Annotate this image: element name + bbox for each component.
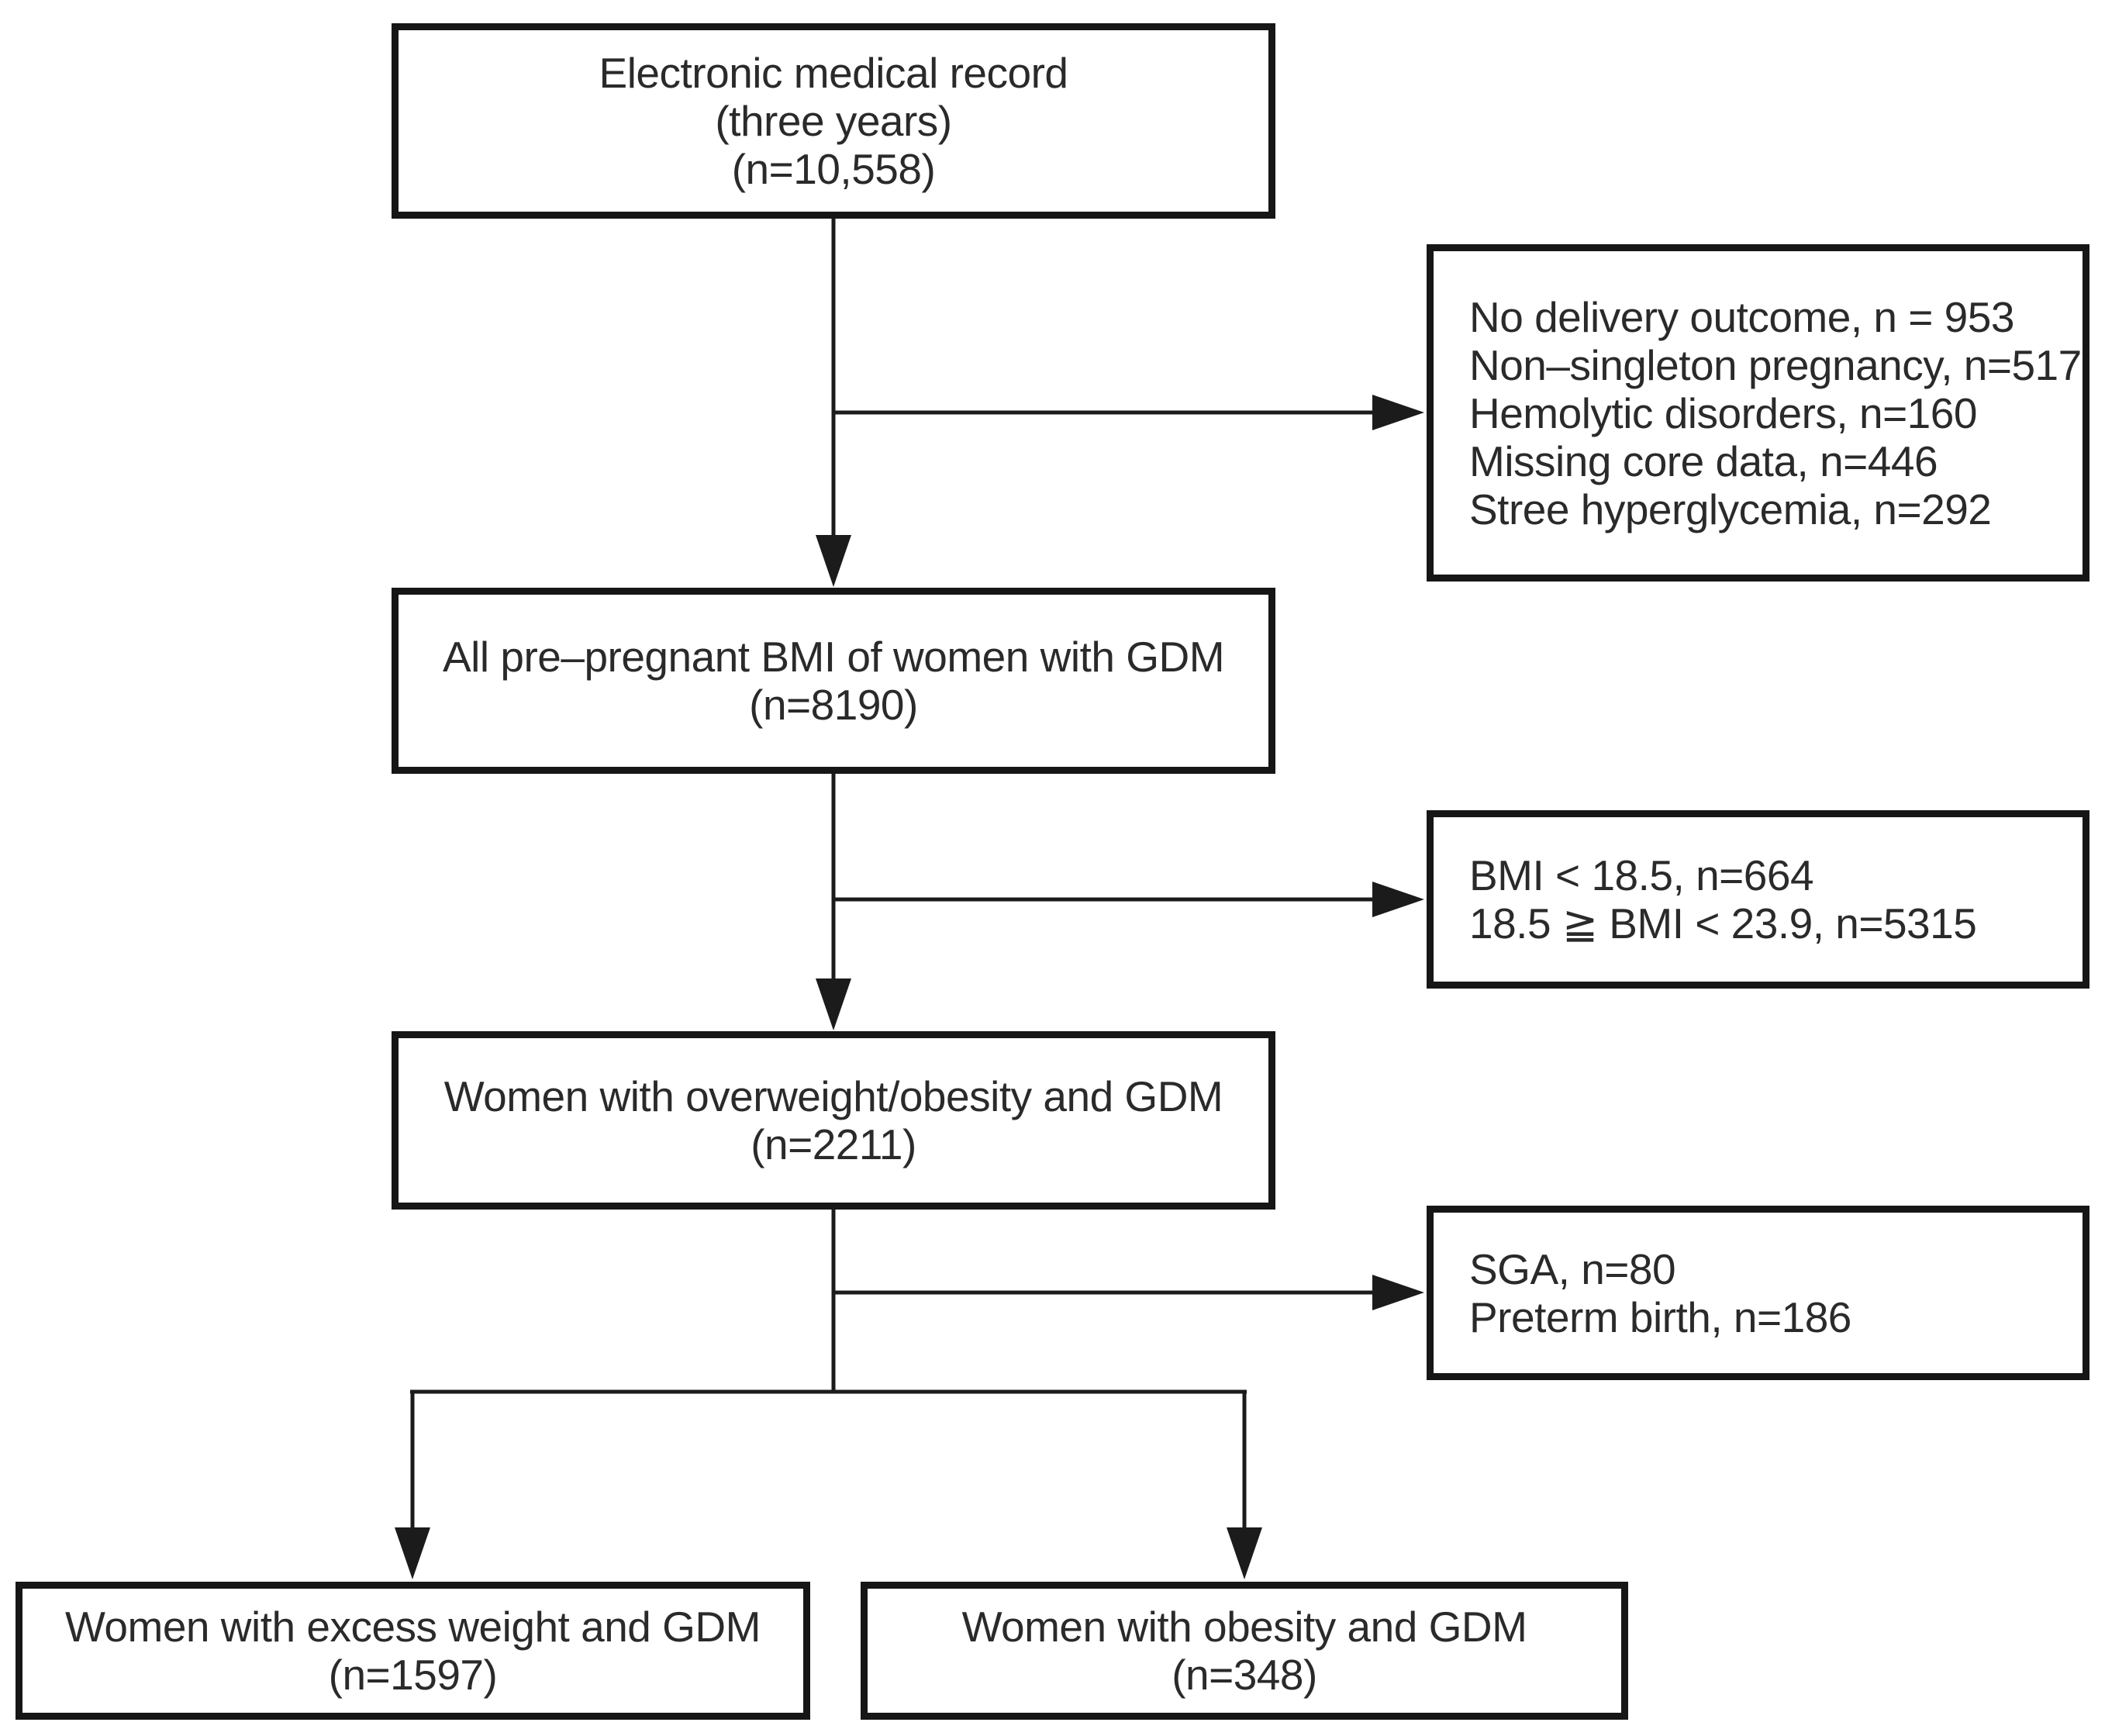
arrowhead-into-prebmi [816, 535, 851, 587]
node-obesity-gdm: Women with obesity and GDM (n=348) [861, 1582, 1628, 1720]
prebmi-line-2: (n=8190) [749, 681, 918, 729]
exclusion1-line-3: Hemolytic disorders, n=160 [1469, 388, 1977, 437]
obesity-line-2: (n=348) [1172, 1651, 1317, 1699]
excess-weight-line-1: Women with excess weight and GDM [65, 1603, 761, 1651]
node-exclusion-initial: No delivery outcome, n = 953 Non–singlet… [1427, 244, 2089, 582]
exclusion3-line-2: Preterm birth, n=186 [1469, 1293, 1851, 1341]
node-emr-line-1: Electronic medical record [599, 49, 1068, 97]
node-excess-weight-gdm: Women with excess weight and GDM (n=1597… [16, 1582, 810, 1720]
arrowhead-into-excess-weight [395, 1527, 430, 1579]
exclusion2-line-2: 18.5 ≧ BMI < 23.9, n=5315 [1469, 899, 1977, 947]
node-emr-line-3: (n=10,558) [731, 145, 936, 193]
node-exclusion-sga-preterm: SGA, n=80 Preterm birth, n=186 [1427, 1206, 2089, 1380]
exclusion1-line-4: Missing core data, n=446 [1469, 437, 1938, 485]
node-overweight-obesity-gdm: Women with overweight/obesity and GDM (n… [392, 1031, 1275, 1210]
arrowhead-into-overweight [816, 978, 851, 1030]
exclusion1-line-2: Non–singleton pregnancy, n=517 [1469, 340, 2082, 389]
node-exclusion-bmi-range: BMI < 18.5, n=664 18.5 ≧ BMI < 23.9, n=5… [1427, 810, 2089, 989]
overweight-line-1: Women with overweight/obesity and GDM [443, 1072, 1223, 1120]
excess-weight-line-2: (n=1597) [328, 1651, 498, 1699]
exclusion3-line-1: SGA, n=80 [1469, 1244, 1676, 1293]
arrowhead-into-obesity [1227, 1527, 1262, 1579]
arrowhead-into-exclusion2 [1372, 882, 1424, 917]
arrowhead-into-exclusion1 [1372, 395, 1424, 430]
node-electronic-medical-record: Electronic medical record (three years) … [392, 23, 1275, 219]
prebmi-line-1: All pre–pregnant BMI of women with GDM [442, 633, 1225, 681]
obesity-line-1: Women with obesity and GDM [961, 1603, 1527, 1651]
exclusion1-line-5: Stree hyperglycemia, n=292 [1469, 485, 1992, 533]
exclusion2-line-1: BMI < 18.5, n=664 [1469, 851, 1814, 899]
node-prepregnant-bmi-gdm: All pre–pregnant BMI of women with GDM (… [392, 588, 1275, 774]
overweight-line-2: (n=2211) [751, 1120, 916, 1168]
node-emr-line-2: (three years) [715, 97, 952, 145]
arrowhead-into-exclusion3 [1372, 1275, 1424, 1310]
exclusion1-line-1: No delivery outcome, n = 953 [1469, 292, 2014, 341]
